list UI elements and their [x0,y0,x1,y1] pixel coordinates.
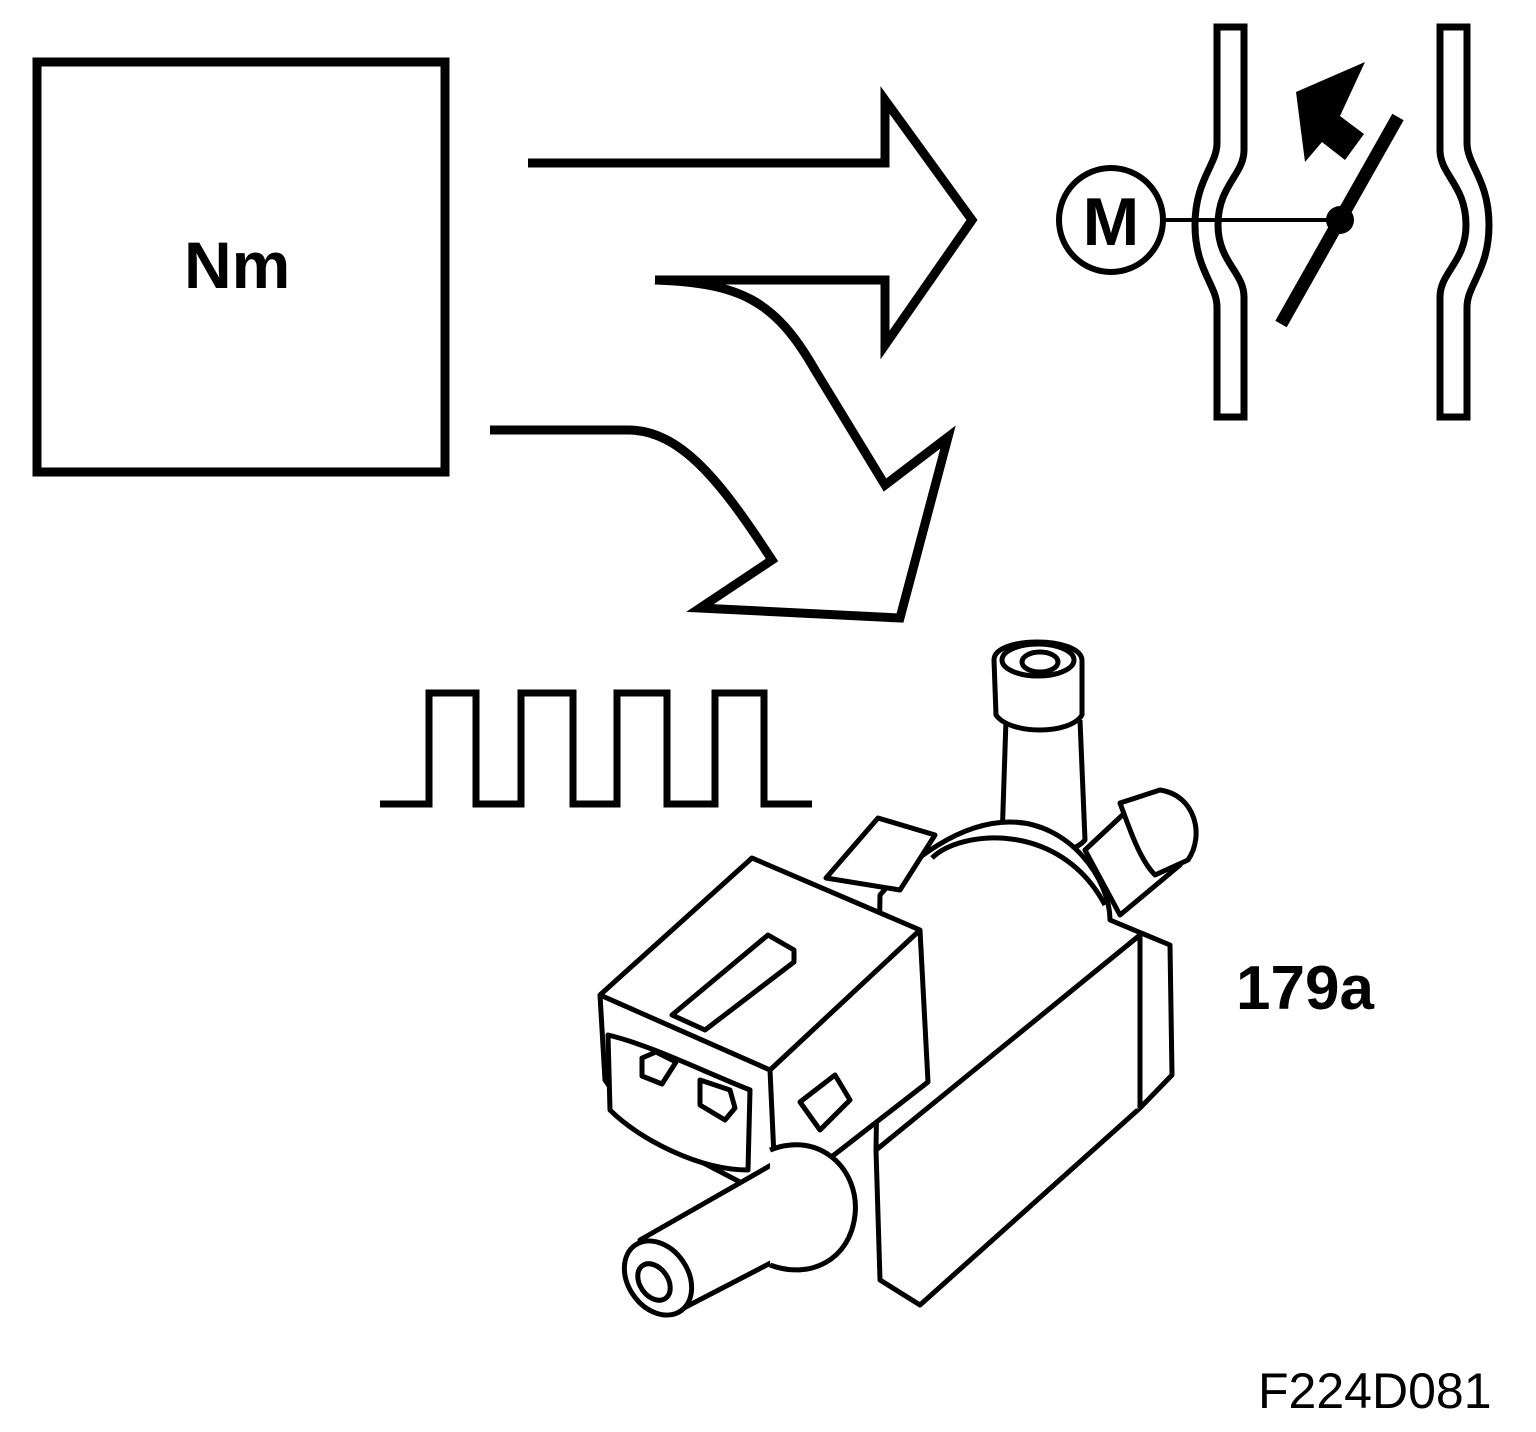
rotation-arrow [1296,62,1365,162]
valve-body-front [874,932,1143,1152]
throttle-pivot [1326,206,1354,234]
solenoid-valve-179a [597,639,1199,1318]
pwm-signal [380,689,812,808]
arrow-to-throttle [528,86,978,360]
valve-connector-latch [669,932,797,1033]
valve-bottom-pipe-bore [635,1261,673,1303]
throttle-wall-right [1436,23,1493,421]
torque-label: Nm [184,228,291,302]
valve-right-pipe-cap [1117,787,1199,878]
part-number-label: 179a [1236,954,1374,1023]
valve-bottom-collar [769,1142,858,1273]
torque-box [32,57,450,477]
valve-pin-2 [697,1077,738,1123]
valve-top-pipe-bore [1019,649,1061,675]
valve-clip [797,1072,853,1133]
figure-id: F224D081 [1258,1363,1492,1419]
valve-pin-1 [639,1049,679,1087]
valve-top-dome [930,835,1108,907]
arrow-curved-middle [490,275,956,623]
motor-circle [1056,165,1166,275]
valve-back-tab [823,815,938,893]
throttle-wall-left [1191,23,1248,421]
